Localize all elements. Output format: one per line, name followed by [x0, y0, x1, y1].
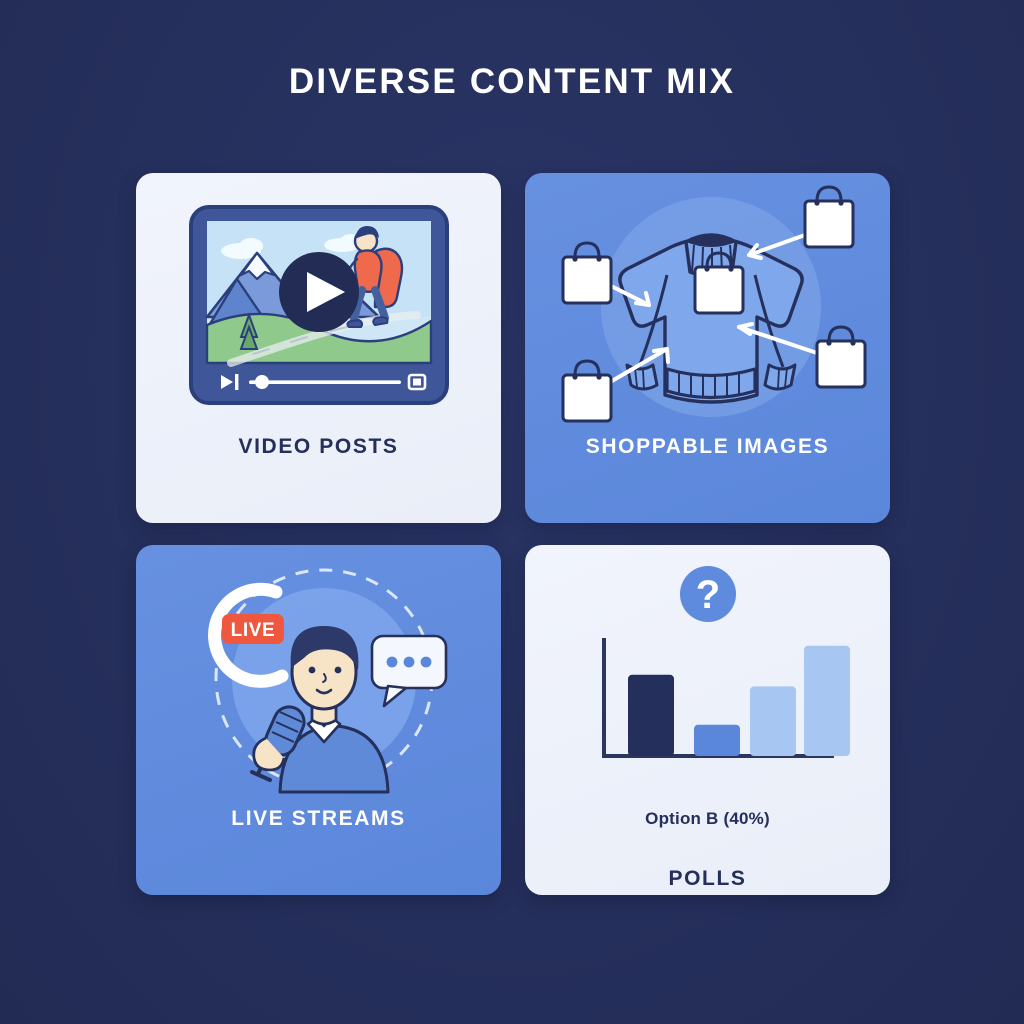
card-label-video-posts: VIDEO POSTS [238, 435, 399, 458]
card-polls[interactable]: ? Option B (40%) POLLS [525, 545, 890, 895]
live-broadcaster-icon: LIVE [207, 568, 447, 794]
card-label-shoppable-images: SHOPPABLE IMAGES [585, 435, 830, 458]
card-label-live-streams: LIVE STREAMS [231, 807, 406, 830]
skip-next-icon [220, 373, 238, 390]
card-shoppable-images[interactable]: SHOPPABLE IMAGES [525, 173, 890, 523]
hand [251, 736, 285, 772]
chat-bubble-icon [370, 634, 447, 708]
bar-option-b [693, 724, 740, 756]
poll-annotation: Option B (40%) [645, 809, 770, 828]
live-badge: LIVE [221, 614, 284, 644]
sweater-with-shopping-tags-icon [561, 185, 866, 423]
shopping-bag-icon-2 [561, 359, 612, 423]
fullscreen-icon [407, 373, 426, 390]
shopping-bag-icon-3 [693, 251, 744, 315]
poll-bar-chart-icon: ? [601, 566, 850, 758]
live-streams-artwork: LIVE [136, 545, 501, 807]
sweater-icon [617, 233, 804, 404]
card-label-polls: POLLS [668, 867, 747, 890]
shoppable-images-artwork [525, 173, 890, 435]
progress-scrubber [248, 374, 401, 389]
live-badge-label: LIVE [230, 620, 275, 641]
content-card-grid: VIDEO POSTS [136, 173, 890, 895]
shopping-bag-icon-5 [815, 325, 866, 389]
video-player-icon [188, 204, 449, 405]
bar-option-c [749, 686, 796, 756]
shopping-bag-icon-4 [803, 185, 854, 249]
svg-text:?: ? [695, 573, 719, 617]
card-video-posts[interactable]: VIDEO POSTS [136, 173, 501, 523]
bar-option-a [627, 674, 674, 756]
video-posts-artwork [136, 173, 501, 435]
card-live-streams[interactable]: LIVE [136, 545, 501, 895]
question-mark-icon: ? [679, 566, 736, 622]
shopping-bag-icon-1 [561, 241, 612, 305]
broadcast-arc-icon [207, 582, 288, 688]
bar-option-d [803, 645, 850, 756]
polls-artwork: ? [525, 545, 890, 807]
page-title: DIVERSE CONTENT MIX [288, 62, 736, 101]
